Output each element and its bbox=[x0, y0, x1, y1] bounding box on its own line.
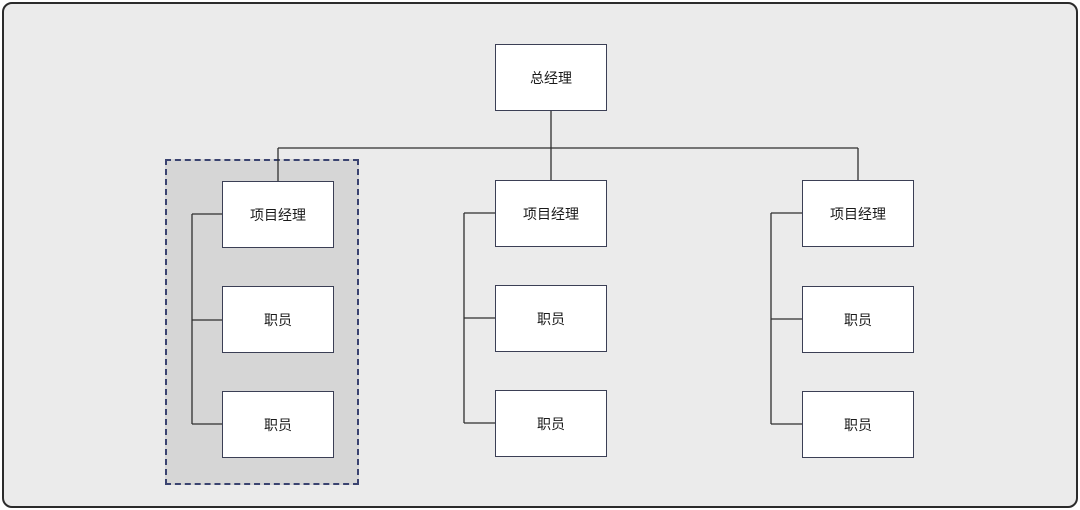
team-1-manager-label: 项目经理 bbox=[250, 207, 306, 224]
team-2-staff-1-label: 职员 bbox=[537, 311, 565, 328]
team-3-staff-1-label: 职员 bbox=[844, 312, 872, 329]
team-3-manager-label: 项目经理 bbox=[830, 206, 886, 223]
team-2-staff-2-node: 职员 bbox=[495, 390, 607, 457]
team-3-manager-node: 项目经理 bbox=[802, 180, 914, 247]
team-1-staff-2-label: 职员 bbox=[264, 417, 292, 434]
team-1-staff-2-node: 职员 bbox=[222, 391, 334, 458]
team-2-staff-2-label: 职员 bbox=[537, 416, 565, 433]
team-3-staff-2-label: 职员 bbox=[844, 417, 872, 434]
ceo-label: 总经理 bbox=[530, 70, 572, 87]
team-1-staff-1-label: 职员 bbox=[264, 312, 292, 329]
team-3-staff-1-node: 职员 bbox=[802, 286, 914, 353]
ceo-node: 总经理 bbox=[495, 44, 607, 111]
team-2-manager-node: 项目经理 bbox=[495, 180, 607, 247]
team-2-staff-1-node: 职员 bbox=[495, 285, 607, 352]
team-1-staff-1-node: 职员 bbox=[222, 286, 334, 353]
team-3-staff-2-node: 职员 bbox=[802, 391, 914, 458]
team-2-manager-label: 项目经理 bbox=[523, 206, 579, 223]
team-1-manager-node: 项目经理 bbox=[222, 181, 334, 248]
